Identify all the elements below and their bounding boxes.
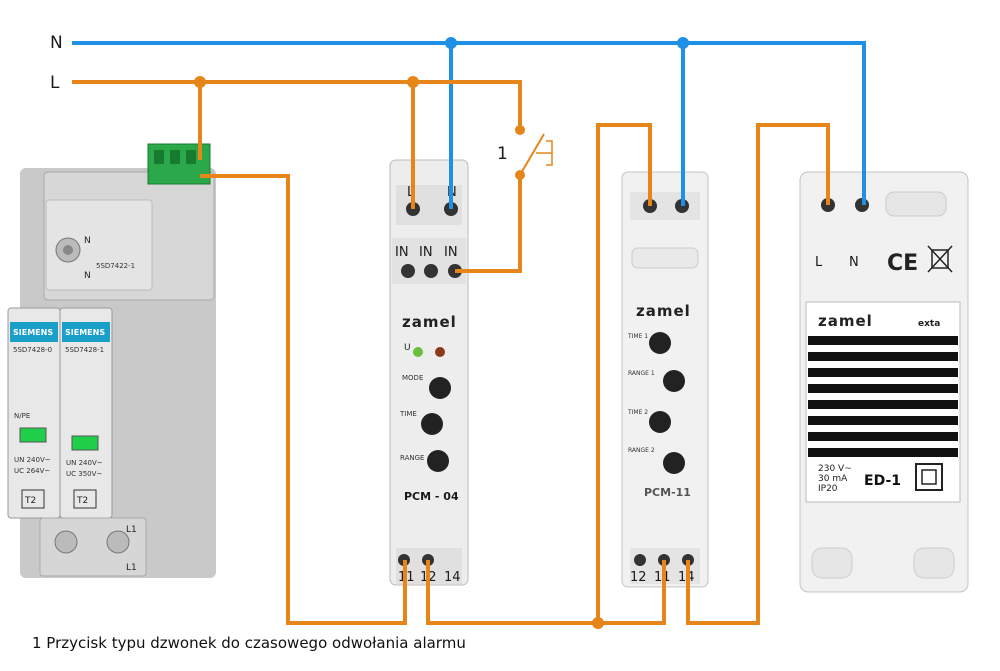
- surge-right-rating-2: UC 350V~: [66, 470, 102, 478]
- surge-top-term-1: N: [84, 236, 91, 246]
- pcm11-range1-knob[interactable]: [663, 370, 685, 392]
- surge-bottom-term-2: L1: [126, 563, 137, 573]
- ed1-brand: zamel: [818, 312, 873, 330]
- ed1-speaker-grille: [808, 336, 958, 457]
- pcm04-time-label: TIME: [399, 410, 417, 418]
- ed1-spec-1: 230 V~: [818, 464, 852, 474]
- pcm11-relay: zamel TIME 1 RANGE 1 TIME 2 RANGE 2 PCM-…: [621, 171, 709, 588]
- pcm11-time2-knob[interactable]: [649, 411, 671, 433]
- surge-module-right: 5SD7428-1: [65, 346, 104, 354]
- switch-number: 1: [497, 144, 508, 164]
- ed1-weee-icon: [927, 245, 953, 273]
- pcm11-time1-knob[interactable]: [649, 332, 671, 354]
- pcm04-in-1: IN: [395, 245, 409, 260]
- ed1-ce-mark: CE: [887, 251, 918, 276]
- pcm04-range-knob[interactable]: [427, 450, 449, 472]
- surge-class-left: T2: [24, 496, 36, 506]
- pcm04-in-3: IN: [444, 245, 458, 260]
- pcm11-range2-label: RANGE 2: [628, 447, 655, 454]
- ed1-buzzer: L N CE zamel exta 230 V~ 30 mA IP20 ED-1: [799, 171, 969, 593]
- pcm04-time-knob[interactable]: [421, 413, 443, 435]
- surge-brand-right: SIEMENS: [65, 328, 105, 337]
- pcm04-relay: L N IN IN IN zamel U MODE TIME RANGE PCM…: [389, 159, 469, 586]
- ed1-model: ED-1: [864, 473, 901, 489]
- surge-module-left: 5SD7428-0: [13, 346, 52, 354]
- pcm11-model: PCM-11: [644, 486, 691, 499]
- pcm11-time1-label: TIME 1: [627, 333, 648, 340]
- surge-protector: N N 5SD7422-1 SIEMENS 5SD7428-0 N/PE UN …: [7, 143, 216, 578]
- ed1-spec-3: IP20: [818, 484, 838, 494]
- surge-brand-left: SIEMENS: [13, 328, 53, 337]
- surge-top-term-2: N: [84, 271, 91, 281]
- ed1-spec-2: 30 mA: [818, 474, 848, 484]
- pcm11-range2-knob[interactable]: [663, 452, 685, 474]
- pcm04-mode-knob[interactable]: [429, 377, 451, 399]
- surge-class-right: T2: [76, 496, 88, 506]
- pcm11-term-12: 12: [630, 570, 647, 585]
- surge-top-module: 5SD7422-1: [96, 262, 135, 270]
- surge-pe-label: N/PE: [14, 412, 30, 420]
- pcm04-led-green: [413, 347, 423, 357]
- bell-push-button[interactable]: 1: [497, 125, 553, 180]
- surge-left-rating-2: UC 264V~: [14, 467, 50, 475]
- surge-left-rating-1: UN 240V~: [14, 456, 51, 464]
- pcm11-range1-label: RANGE 1: [628, 370, 655, 377]
- pcm04-range-label: RANGE: [400, 454, 424, 462]
- neutral-wires: [72, 37, 866, 209]
- live-line-label: L: [50, 73, 60, 93]
- pcm04-model: PCM - 04: [404, 490, 459, 503]
- ed1-term-n: N: [849, 255, 859, 270]
- pcm11-brand: zamel: [636, 302, 691, 320]
- surge-bottom-term-1: L1: [126, 525, 137, 535]
- pcm04-brand: zamel: [402, 313, 457, 331]
- ed1-exta-logo: exta: [918, 319, 940, 329]
- pcm04-term-14: 14: [444, 570, 461, 585]
- pcm04-mode-label: MODE: [402, 374, 423, 382]
- surge-right-rating-1: UN 240V~: [66, 459, 103, 467]
- neutral-line-label: N: [50, 33, 63, 53]
- pcm04-led-red: [435, 347, 445, 357]
- ed1-term-l: L: [815, 255, 823, 270]
- pcm11-time2-label: TIME 2: [627, 409, 648, 416]
- live-wires: [72, 76, 830, 629]
- diagram-caption: 1 Przycisk typu dzwonek do czasowego odw…: [32, 634, 466, 652]
- pcm04-led-u: U: [404, 343, 411, 353]
- pcm04-in-2: IN: [419, 245, 433, 260]
